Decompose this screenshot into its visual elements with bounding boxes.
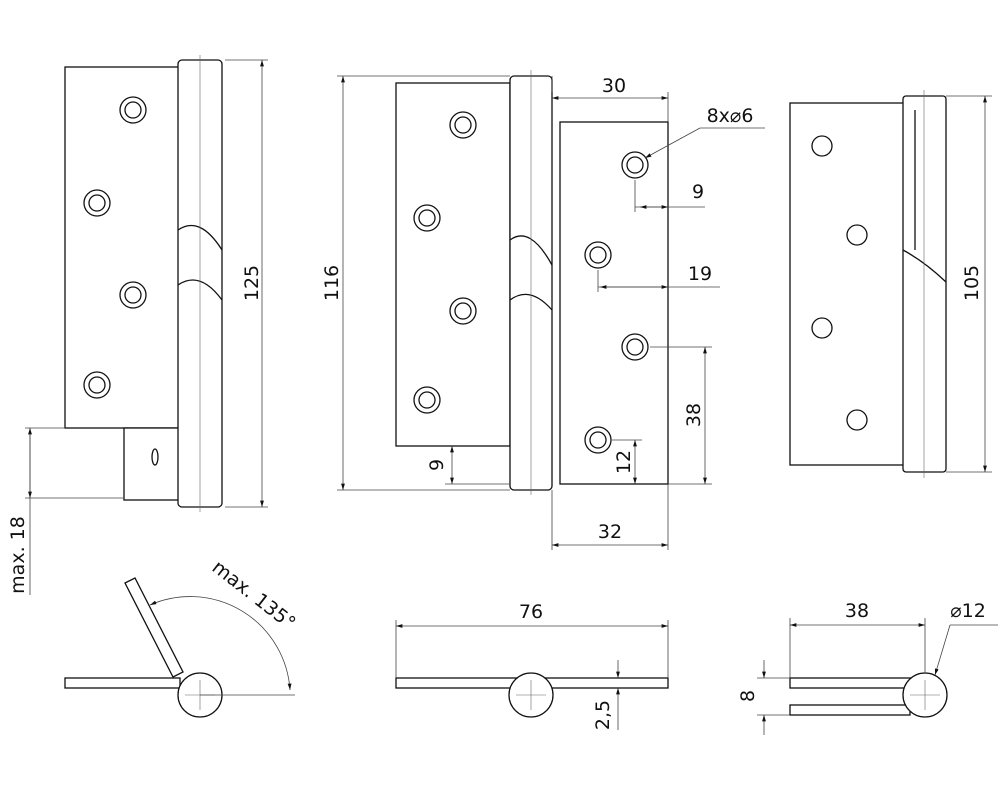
dim-left-height: 125	[241, 265, 263, 301]
dim-barrel-diameter: ⌀12	[950, 600, 986, 622]
dim-holes: 8x⌀6	[707, 105, 754, 127]
dim-bottom-offset: 9	[426, 459, 448, 471]
dim-closed-width: 38	[845, 600, 869, 622]
dim-middle-height: 116	[321, 265, 343, 301]
top-view-open-angle: max. 135°	[64, 556, 300, 718]
dim-thickness: 2,5	[592, 700, 614, 730]
right-hinge-front-view: 105	[789, 90, 992, 478]
holes	[83, 96, 147, 399]
holes	[811, 135, 868, 431]
holes	[413, 111, 649, 454]
dim-bottom-hole: 12	[613, 450, 635, 474]
dim-top-width: 30	[602, 75, 626, 97]
dim-right-height: 105	[961, 265, 983, 301]
dim-left-offset: max. 18	[7, 516, 29, 594]
top-view-closed: 38 ⌀12 8	[737, 600, 998, 735]
dim-hole-edge: 9	[692, 181, 704, 203]
dim-angle: max. 135°	[208, 556, 300, 634]
dim-open-width: 76	[519, 601, 543, 623]
dim-hole-inner: 19	[688, 263, 712, 285]
dim-hole-spacing: 38	[683, 403, 705, 427]
middle-hinge-front-view: 116 30 8x⌀6 9 19 38 12 9 32	[321, 70, 765, 550]
left-hinge-front-view: 125 max. 18	[7, 55, 268, 595]
dim-closed-gap: 8	[737, 690, 759, 702]
top-view-open: 76 2,5	[395, 601, 669, 730]
dim-bottom-width: 32	[598, 521, 622, 543]
